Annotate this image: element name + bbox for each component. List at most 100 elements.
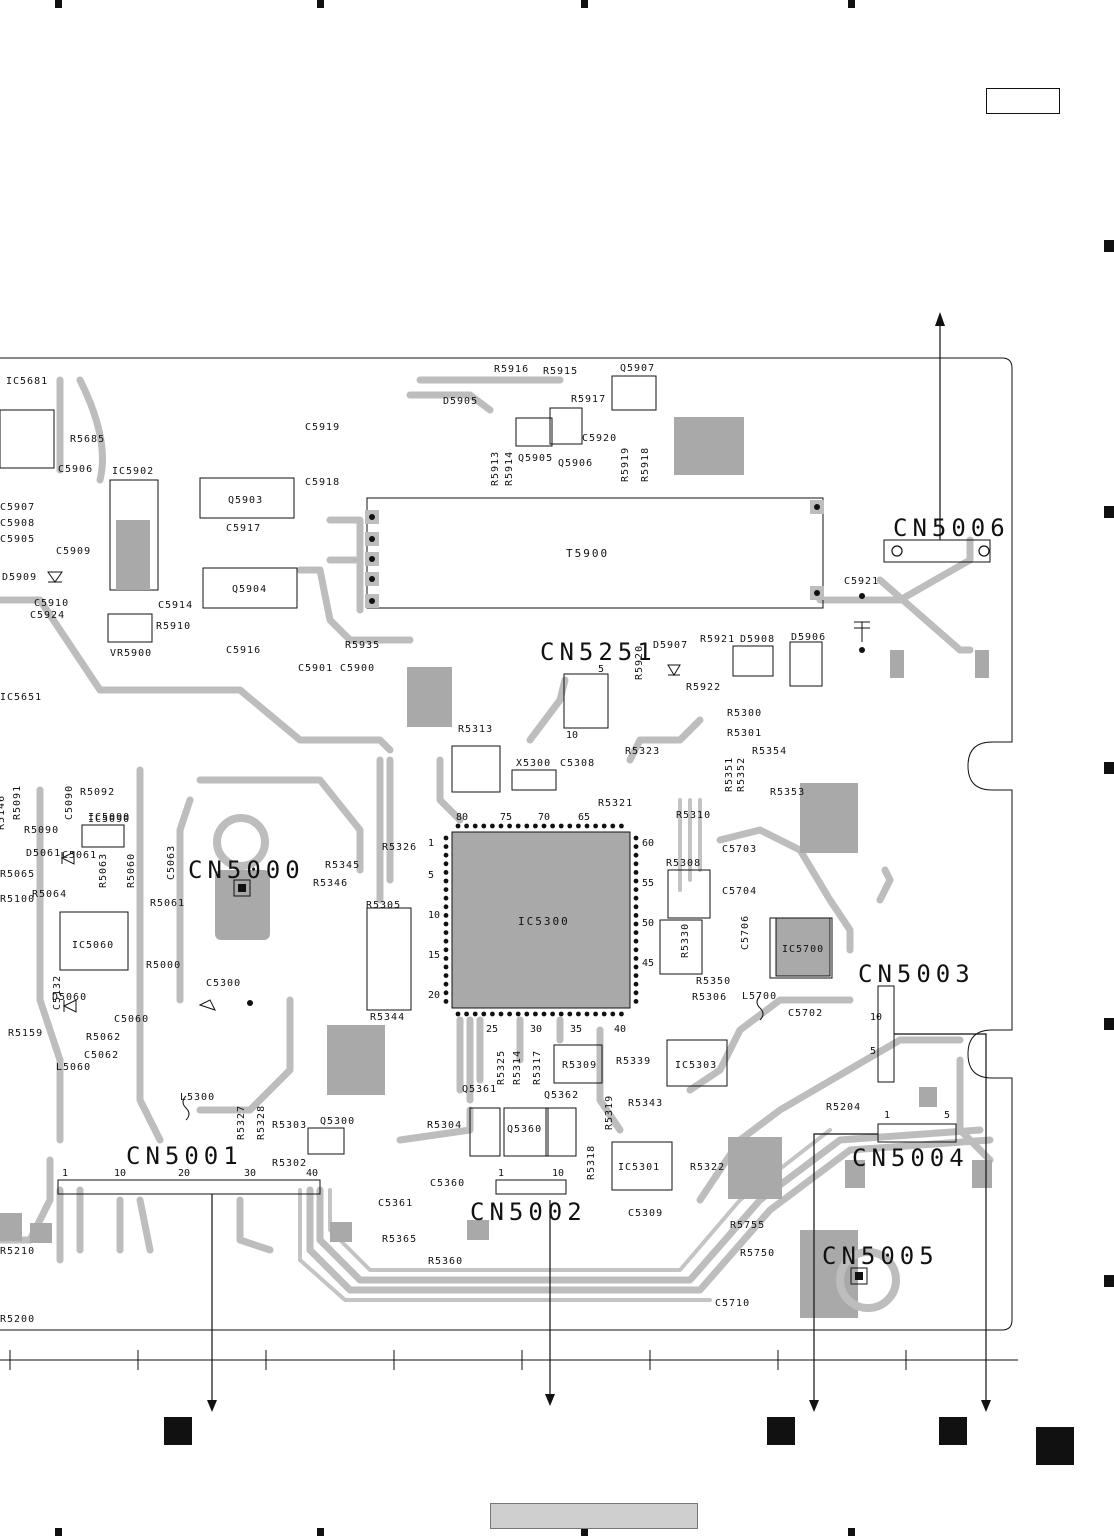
ic-pin [610, 823, 616, 829]
ic-pin [633, 835, 639, 841]
ic-pin [633, 981, 639, 987]
ic5681-label: IC5681 [6, 376, 48, 387]
refdes-r5306: R5306 [692, 992, 727, 1003]
svg-text:20: 20 [428, 990, 440, 1001]
ic-pin [576, 1011, 581, 1017]
ic-pin [633, 870, 639, 875]
refdes-c5900: C5900 [340, 663, 375, 674]
ic-pin [443, 921, 449, 927]
refdes-r5304: R5304 [427, 1120, 462, 1131]
refdes-c5308: C5308 [560, 758, 595, 769]
ic-pin [443, 973, 449, 978]
svg-text:40: 40 [306, 1168, 318, 1179]
refdes-c5060: C5060 [114, 1014, 149, 1025]
refdes-d5909: D5909 [2, 572, 37, 583]
refdes-ic5090: IC5090 [88, 812, 130, 823]
refdes-r5353: R5353 [770, 787, 805, 798]
ic-pin [593, 1011, 598, 1017]
refdes-d5906: D5906 [791, 632, 826, 643]
refdes-r5159: R5159 [8, 1028, 43, 1039]
refdes-r5062: R5062 [86, 1032, 121, 1043]
refdes-r5326: R5326 [382, 842, 417, 853]
svg-text:1: 1 [428, 838, 434, 849]
refdes-q5362: Q5362 [544, 1090, 579, 1101]
ic-pin [443, 852, 449, 858]
refdes-r5914: R5914 [504, 451, 515, 486]
cn5002-label: CN5002 [470, 1198, 587, 1226]
page-footer-box [490, 1503, 698, 1529]
svg-text:10: 10 [552, 1168, 564, 1179]
ic-pin [633, 921, 639, 927]
ic-pin [533, 1011, 538, 1017]
ic-pin [633, 852, 639, 858]
refdes-c5704: C5704 [722, 886, 757, 897]
refdes-r5090: R5090 [24, 825, 59, 836]
refdes-r5935: R5935 [345, 640, 380, 651]
ic-pin [455, 1011, 461, 1017]
refdes-r5313: R5313 [458, 724, 493, 735]
refdes-r5913: R5913 [490, 451, 501, 486]
ic-pin [481, 1011, 487, 1017]
svg-text:5: 5 [598, 664, 604, 675]
refdes-c5914: C5914 [158, 600, 193, 611]
refdes-r5343: R5343 [628, 1098, 663, 1109]
copper-traces [0, 376, 994, 1302]
refdes-q5905: Q5905 [518, 453, 553, 464]
refdes-r5204: R5204 [826, 1102, 861, 1113]
refdes-c5360: C5360 [430, 1178, 465, 1189]
cn5006-label: CN5006 [893, 514, 1010, 542]
refdes-r5091: R5091 [12, 785, 23, 820]
cn5251-label: CN5251 [540, 638, 657, 666]
ic-pin [498, 1011, 504, 1017]
ic-pin [558, 823, 564, 829]
refdes-r5327: R5327 [236, 1105, 247, 1140]
ic-pin [633, 904, 639, 910]
ic-pin [633, 895, 639, 901]
cn5005-label: CN5005 [822, 1242, 939, 1270]
reference-frame-box [986, 88, 1060, 114]
refdes-c5132: C5132 [52, 975, 63, 1010]
ic-pin [443, 990, 449, 996]
signal-arrows [207, 312, 991, 1412]
refdes-r5360: R5360 [428, 1256, 463, 1267]
svg-text:20: 20 [178, 1168, 190, 1179]
ic-pin [443, 938, 449, 944]
cn5000-label: CN5000 [188, 856, 305, 884]
cn5001-label: CN5001 [126, 1142, 243, 1170]
pin-number-labels: 80 75 70 65 60 55 50 45 40 35 30 25 20 1… [62, 664, 950, 1179]
refdes-r5910: R5910 [156, 621, 191, 632]
refdes-r5919: R5919 [620, 447, 631, 482]
refdes-r5345: R5345 [325, 860, 360, 871]
ic5303-label: IC5303 [675, 1060, 717, 1071]
svg-text:50: 50 [642, 918, 654, 929]
refdes-r5330: R5330 [680, 923, 691, 958]
ic-pin [443, 870, 449, 875]
ic-pin [443, 964, 449, 970]
refdes-r5328: R5328 [256, 1105, 267, 1140]
ic5301-label: IC5301 [618, 1162, 660, 1173]
ic5902-label: IC5902 [112, 466, 154, 477]
svg-text:35: 35 [570, 1024, 582, 1035]
ic-pin [601, 823, 607, 829]
svg-text:30: 30 [530, 1024, 542, 1035]
svg-text:10: 10 [566, 730, 578, 741]
refdes-r5309: R5309 [562, 1060, 597, 1071]
refdes-c5309: C5309 [628, 1208, 663, 1219]
ic-pin [633, 956, 639, 961]
svg-text:55: 55 [642, 878, 654, 889]
ic-pin [498, 823, 504, 829]
ic-pin [619, 1011, 624, 1017]
refdes-r5308: R5308 [666, 858, 701, 869]
ic-pin [576, 823, 581, 829]
refdes-r5310: R5310 [676, 810, 711, 821]
connector-cn5004: CN5004 [852, 1123, 964, 1172]
refdes-r5100: R5100 [0, 894, 35, 905]
refdes-r5303: R5303 [272, 1120, 307, 1131]
refdes-c5901: C5901 [298, 663, 333, 674]
refdes-r5300: R5300 [727, 708, 762, 719]
ic5700-label: IC5700 [782, 944, 824, 955]
ic-pin [633, 930, 639, 935]
svg-text:5: 5 [428, 870, 434, 881]
refdes-r5200: R5200 [0, 1314, 35, 1325]
